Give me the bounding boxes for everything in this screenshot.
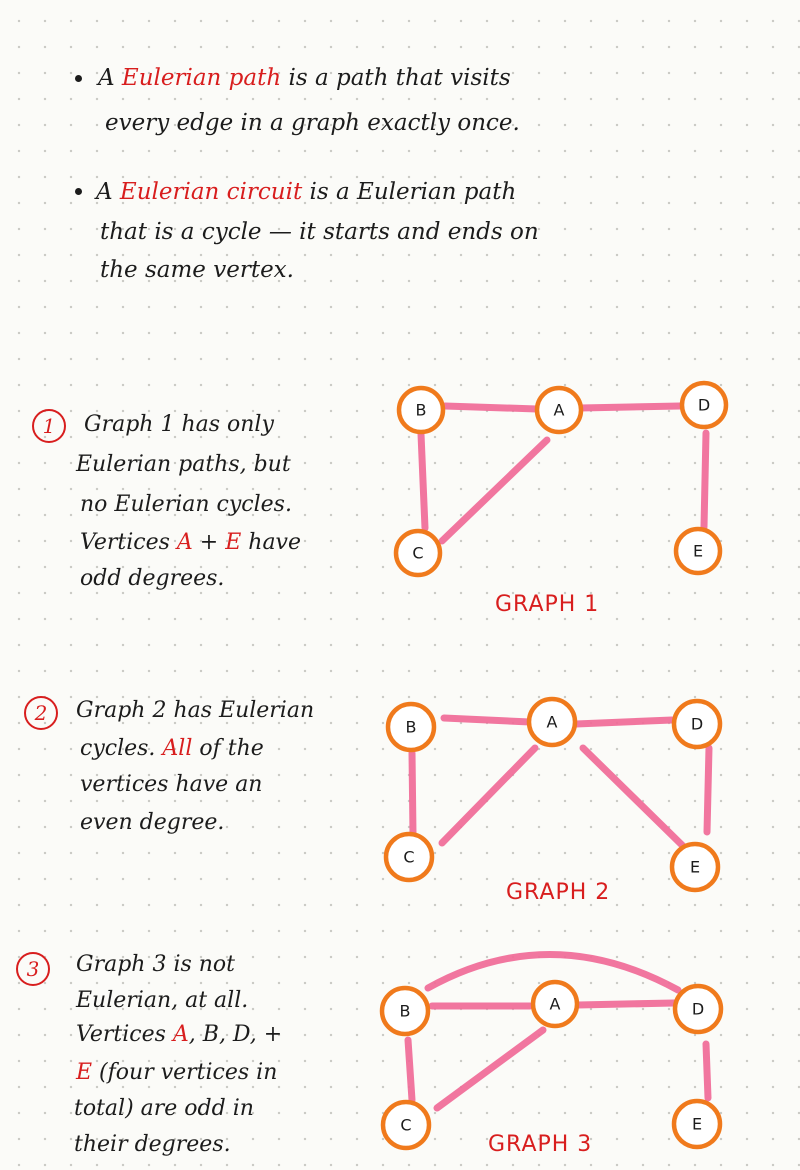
graph-1-title: GRAPH 1 <box>495 592 600 617</box>
edge-a-c <box>438 744 539 847</box>
example-number-2: 2 <box>24 696 58 730</box>
example-3-line6: their degrees. <box>74 1132 231 1157</box>
example-number-1: 1 <box>32 409 66 443</box>
example-number-3: 3 <box>16 952 50 986</box>
svg-text:A: A <box>554 401 565 420</box>
edge-a-c <box>438 436 551 545</box>
example-3-line4: E (four vertices in <box>76 1060 278 1085</box>
edge-a-d <box>576 402 684 412</box>
vertex-d: D <box>672 983 724 1035</box>
example-2-line1: Graph 2 has Eulerian <box>76 698 315 723</box>
example-2-line3: vertices have an <box>80 772 263 797</box>
edge-b-c <box>404 1036 416 1104</box>
svg-text:D: D <box>692 1000 704 1019</box>
example-1-line1: Graph 1 has only <box>84 412 274 437</box>
term-eulerian-path: Eulerian path <box>121 65 282 91</box>
edge-d-e <box>702 1040 712 1102</box>
edge-a-c <box>433 1026 547 1112</box>
example-1-line4: Vertices A + E have <box>80 530 302 555</box>
example-1-line3: no Eulerian cycles. <box>80 492 292 517</box>
vertex-c: C <box>393 528 443 578</box>
vertex-c: C <box>383 831 435 883</box>
edge-d-e <box>703 744 713 836</box>
edge-a-d <box>572 716 676 728</box>
svg-text:E: E <box>693 542 703 561</box>
example-2-line2: cycles. All of the <box>80 736 264 761</box>
term-eulerian-circuit: Eulerian circuit <box>119 179 303 205</box>
vertex-a: A <box>534 385 584 435</box>
vertex-b: B <box>385 701 437 753</box>
svg-text:A: A <box>547 713 558 732</box>
example-1-line5: odd degrees. <box>80 566 225 591</box>
edge-d-e <box>700 429 710 531</box>
graph-3-title: GRAPH 3 <box>488 1132 593 1157</box>
vertex-b: B <box>379 985 431 1037</box>
svg-text:C: C <box>400 1116 411 1135</box>
example-1-line2: Eulerian paths, but <box>76 452 291 477</box>
vertex-e: E <box>671 1098 723 1150</box>
vertex-e: E <box>669 841 721 893</box>
edge-a-e <box>579 744 687 850</box>
svg-text:C: C <box>403 848 414 867</box>
edge-b-d <box>424 951 682 994</box>
example-3-line3: Vertices A, B, D, + <box>76 1022 283 1047</box>
svg-text:D: D <box>698 396 710 415</box>
svg-text:D: D <box>691 715 703 734</box>
definition-eulerian-circuit-line1: A Eulerian circuit is a Eulerian path <box>96 179 517 205</box>
vertex-e: E <box>673 526 723 576</box>
svg-text:B: B <box>400 1002 411 1021</box>
bullet-dot <box>75 188 82 195</box>
svg-text:E: E <box>690 858 700 877</box>
example-3-line5: total) are odd in <box>74 1096 254 1121</box>
svg-text:B: B <box>416 401 427 420</box>
example-2-line4: even degree. <box>80 810 225 835</box>
vertex-b: B <box>396 385 446 435</box>
bullet-dot <box>75 75 82 82</box>
vertex-a: A <box>530 979 580 1029</box>
svg-text:B: B <box>406 718 417 737</box>
definition-eulerian-path-line1: A Eulerian path is a path that visits <box>98 65 511 91</box>
vertex-d: D <box>671 698 723 750</box>
edge-b-a <box>441 402 541 413</box>
svg-text:A: A <box>550 995 561 1014</box>
definition-eulerian-path-line2: every edge in a graph exactly once. <box>105 110 520 136</box>
svg-text:E: E <box>692 1115 702 1134</box>
vertex-d: D <box>679 380 729 430</box>
example-3-line1: Graph 3 is not <box>76 952 236 977</box>
vertex-c: C <box>380 1099 432 1151</box>
edge-b-a <box>440 714 534 726</box>
example-3-line2: Eulerian, at all. <box>76 988 249 1013</box>
vertex-a: A <box>526 696 578 748</box>
definition-eulerian-circuit-line2: that is a cycle — it starts and ends on <box>100 219 539 245</box>
edge-b-c <box>408 749 417 838</box>
definition-eulerian-circuit-line3: the same vertex. <box>100 257 294 283</box>
edge-a-d <box>574 999 678 1009</box>
svg-text:C: C <box>412 544 423 563</box>
graph-2-title: GRAPH 2 <box>506 880 611 905</box>
edge-b-c <box>417 430 429 532</box>
